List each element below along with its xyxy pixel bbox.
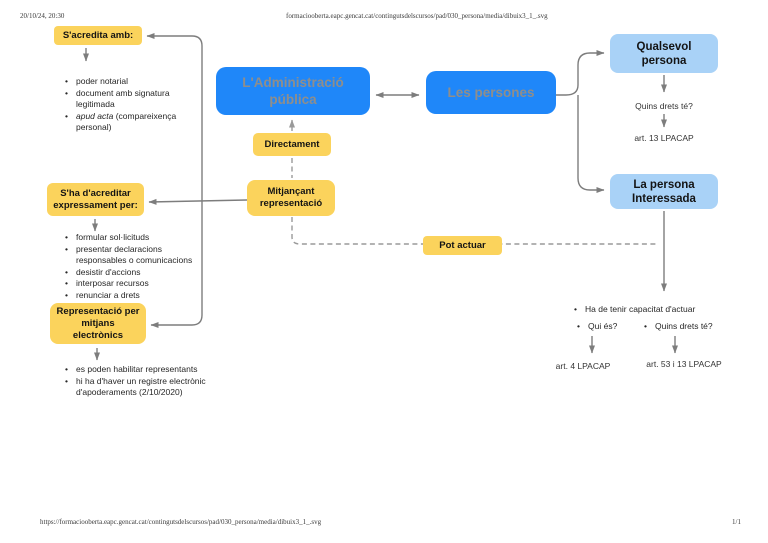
node-mitjancant-representacio: Mitjançant representació [247,180,335,216]
question-quins-drets: Quins drets té? [635,101,693,111]
list-item: hi ha d'haver un registre electrònic d'a… [63,376,223,399]
list-item: interposar recursos [63,278,195,290]
bullet-quins-drets: Quins drets té? [643,321,713,331]
edge-to-sacredita [146,33,203,202]
node-la-persona-interessada: La persona Interessada [610,174,718,209]
node-sacredita-amb: S'acredita amb: [54,26,142,45]
list-item: presentar declaracions responsables o co… [63,244,195,267]
footer-page-number: 1/1 [732,518,741,526]
node-directament: Directament [253,133,331,156]
edge-to-representacio [150,202,203,328]
node-representacio-mitjans-electronics: Representació per mitjans electrònics [50,303,146,344]
bullet-qui-es: Qui és? [576,321,617,331]
list-item: desistir d'accions [63,267,195,279]
list-item: poder notarial [63,76,181,88]
representacio-bullet-list: es poden habilitar representants hi ha d… [63,364,223,399]
list-item: document amb signatura legitimada [63,88,181,111]
list-item: renunciar a drets [63,290,195,302]
header-datetime: 20/10/24, 20:30 [20,12,65,20]
edge-mitjancant-to-acreditar [148,198,248,205]
node-pot-actuar: Pot actuar [423,236,502,255]
node-les-persones: Les persones [426,71,556,114]
acredita-bullet-list: poder notarial document amb signatura le… [63,76,181,134]
header-document-url: formaciooberta.eapc.gencat.cat/contingut… [286,12,548,20]
italic-term: apud acta [76,110,114,121]
list-item: es poden habilitar representants [63,364,223,376]
footer-url: https://formaciooberta.eapc.gencat.cat/c… [40,518,322,526]
list-item-rest: (compareixença personal) [76,110,177,133]
label-art-4-lpacap: art. 4 LPACAP [555,361,611,371]
node-sha-dacreditar: S'ha d'acreditar expressament per: [47,183,144,216]
dashed-potactuar-line [291,217,656,245]
bullet-capacitat-dactuar: Ha de tenir capacitat d'actuar [573,304,695,314]
label-art-13-lpacap: art. 13 LPACAP [634,133,694,143]
acreditar-bullet-list: formular sol·licituds presentar declarac… [63,232,195,301]
edge-persones-to-interessada [577,95,605,193]
label-art-53-i-13-lpacap: art. 53 i 13 LPACAP [646,359,722,369]
node-qualsevol-persona: Qualsevol persona [610,34,718,73]
edge-persones-to-qualsevol [556,50,605,96]
list-item: apud acta (compareixença personal) [63,111,181,134]
node-administracio-publica: L'Administració pública [216,67,370,115]
list-item: formular sol·licituds [63,232,195,244]
